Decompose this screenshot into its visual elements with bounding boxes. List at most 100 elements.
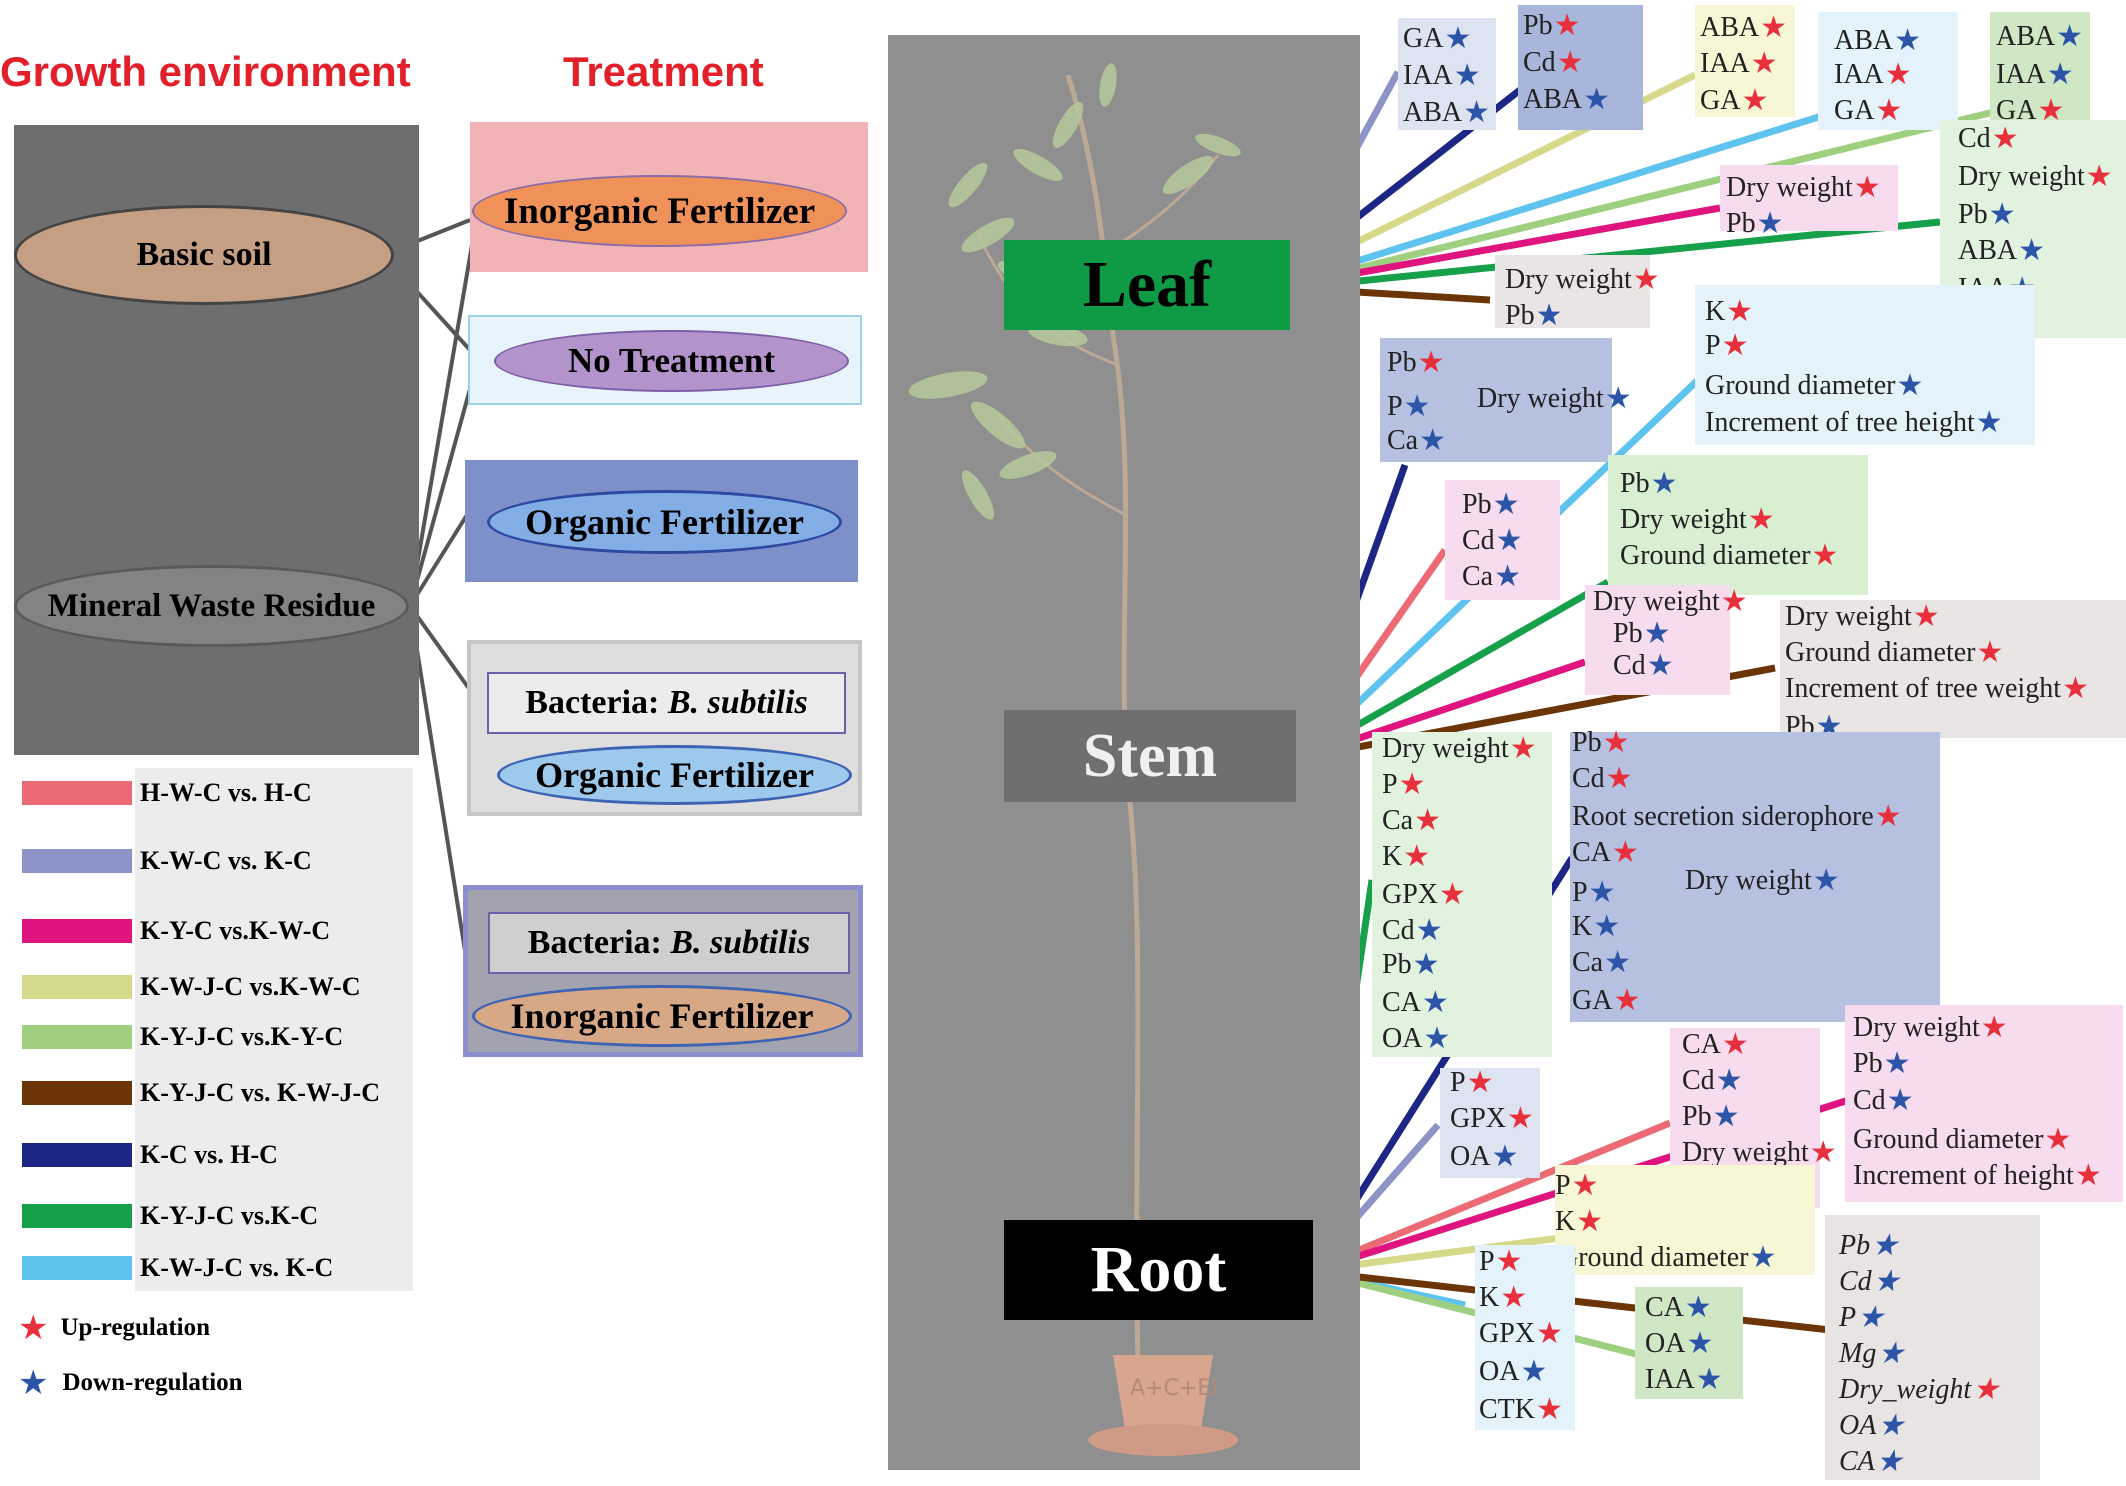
organ-stem: Stem xyxy=(1004,710,1296,802)
result-item-label: OA xyxy=(1645,1328,1686,1359)
down-regulation-star-icon: ★ xyxy=(1686,1327,1714,1360)
result-item-label: K xyxy=(1705,296,1726,327)
up-regulation-star-icon: ★ xyxy=(1976,636,2004,669)
result-item: Increment of height★ xyxy=(1853,1161,2102,1191)
result-item: CA★ xyxy=(1645,1293,1712,1323)
result-box: Dry weight★Pb★Cd★ xyxy=(1585,585,1748,695)
down-regulation-star-icon: ★ xyxy=(1883,1047,1911,1080)
result-box: ABA★IAA★GA★ xyxy=(1990,12,2090,130)
result-box: Dry weight★Ground diameter★Increment of … xyxy=(1780,600,2126,742)
result-item: P★ xyxy=(1387,392,1430,422)
result-item: Pb★ xyxy=(1958,200,2015,230)
up-regulation-star-icon: ★ xyxy=(1576,1205,1604,1238)
result-item-label: Cd xyxy=(1853,1085,1886,1116)
legend-swatch xyxy=(22,781,132,805)
result-item-label: OA xyxy=(1479,1356,1520,1387)
result-item: OA★ xyxy=(1839,1411,1904,1441)
result-box: Dry weight★Pb★ xyxy=(1720,165,1898,239)
seedling-illustration: A+C+EI xyxy=(908,63,1241,1456)
result-box: P★K★GPX★OA★CTK★ xyxy=(1475,1245,1575,1430)
down-regulation-star-icon: ★ xyxy=(1588,876,1616,909)
up-regulation-star-icon: ★ xyxy=(1605,762,1633,795)
down-regulation-star-icon: ★ xyxy=(1871,1229,1899,1262)
result-item-label: GPX xyxy=(1382,879,1439,910)
result-item-label: Dry weight xyxy=(1685,865,1812,896)
result-box: Pb★Cd★Ca★ xyxy=(1445,480,1560,600)
result-item: Root secretion siderophore★ xyxy=(1572,802,1902,832)
result-item-label: Dry weight xyxy=(1958,161,2085,192)
result-item-label: CA xyxy=(1645,1292,1684,1323)
treatment-organic: Organic Fertilizer xyxy=(487,490,842,554)
result-item-label: Ground diameter xyxy=(1705,370,1896,401)
result-item: OA★ xyxy=(1479,1357,1547,1387)
result-item: IAA★ xyxy=(1996,60,2074,90)
legend-swatch xyxy=(22,975,132,999)
result-item-label: Pb xyxy=(1726,208,1756,239)
result-item-label: GA xyxy=(1572,985,1613,1016)
treatment-combo2-bacteria: Bacteria: B. subtilis xyxy=(488,912,850,974)
organ-root: Root xyxy=(1004,1220,1313,1320)
result-item: Pb★ xyxy=(1839,1231,1898,1261)
result-item-label: P xyxy=(1382,769,1398,800)
result-item-label: Cd xyxy=(1572,763,1605,794)
result-item-label: Cd xyxy=(1382,915,1415,946)
result-item-label: Pb xyxy=(1839,1230,1871,1261)
down-regulation-star-icon: ★ xyxy=(1877,1337,1905,1370)
result-item-label: Cd xyxy=(1839,1266,1872,1297)
result-item-label: P xyxy=(1572,877,1588,908)
result-item-label: IAA xyxy=(1645,1364,1695,1395)
result-item: Cd★ xyxy=(1853,1086,1914,1116)
legend-swatch xyxy=(22,1256,132,1280)
result-item: P★ xyxy=(1382,770,1425,800)
result-item: Dry weight★ xyxy=(1593,587,1748,617)
up-regulation-star-icon: ★ xyxy=(2074,1159,2102,1192)
legend-item: K-W-J-C vs. K-C xyxy=(22,1253,333,1283)
legend-swatch xyxy=(22,1204,132,1228)
result-item: IAA★ xyxy=(1403,61,1481,91)
result-box: P★GPX★OA★ xyxy=(1440,1068,1540,1178)
down-regulation-star-icon: ★ xyxy=(1877,1409,1905,1442)
result-item-label: OA xyxy=(1382,1023,1423,1054)
result-box: Pb★Cd★P★Mg★Dry_weight★OA★CA★ xyxy=(1825,1215,2040,1480)
up-regulation-star-icon: ★ xyxy=(1439,878,1466,911)
result-item: GPX★ xyxy=(1479,1319,1563,1349)
result-item-label: Pb xyxy=(1523,10,1553,41)
result-item-label: GA xyxy=(1403,23,1444,54)
up-regulation-star-icon: ★ xyxy=(1721,329,1749,362)
result-item: Increment of tree height★ xyxy=(1705,408,2003,438)
result-box: ABA★IAA★GA★ xyxy=(1695,5,1795,117)
legend-label: K-W-C vs. K-C xyxy=(140,846,312,875)
down-regulation-star-icon: ★ xyxy=(1604,946,1632,979)
result-item-label: Mg xyxy=(1839,1338,1877,1369)
result-item: Dry weight★ xyxy=(1958,162,2113,192)
result-item-label: Pb xyxy=(1958,199,1988,230)
result-item-label: CTK xyxy=(1479,1394,1535,1425)
result-item-label: P xyxy=(1387,391,1403,422)
result-item: Cd★ xyxy=(1382,916,1443,946)
result-item-label: IAA xyxy=(1996,59,2046,90)
down-regulation-star-icon: ★ xyxy=(1896,369,1924,402)
result-item: P★ xyxy=(1479,1247,1522,1277)
result-item: K★ xyxy=(1705,297,1753,327)
result-item: P★ xyxy=(1450,1068,1493,1098)
result-box: K★P★Ground diameter★Increment of tree he… xyxy=(1695,285,2035,445)
legend-item: K-W-C vs. K-C xyxy=(22,846,312,876)
legend-swatch xyxy=(22,1143,132,1167)
result-item: GPX★ xyxy=(1382,880,1466,910)
legend-label: K-W-J-C vs.K-W-C xyxy=(140,972,361,1001)
result-item: K★ xyxy=(1555,1207,1603,1237)
result-item-label: Ca xyxy=(1382,805,1414,836)
down-regulation-star-icon: ★ xyxy=(1894,24,1922,57)
legend-item: H-W-C vs. H-C xyxy=(22,778,312,808)
result-item-label: CA xyxy=(1572,837,1611,868)
result-item-label: Ca xyxy=(1572,947,1604,978)
result-item: Cd★ xyxy=(1682,1066,1743,1096)
down-regulation-star-icon: ★ xyxy=(2018,234,2046,267)
up-regulation-star-icon: ★ xyxy=(1721,1028,1749,1061)
legend-item: K-W-J-C vs.K-W-C xyxy=(22,972,360,1002)
down-regulation-star-icon: ★ xyxy=(1495,524,1523,557)
result-item-label: ABA xyxy=(1523,84,1583,115)
result-item-label: Dry weight xyxy=(1477,383,1604,414)
result-item-label: IAA xyxy=(1403,60,1453,91)
result-item-label: ABA xyxy=(1834,25,1894,56)
